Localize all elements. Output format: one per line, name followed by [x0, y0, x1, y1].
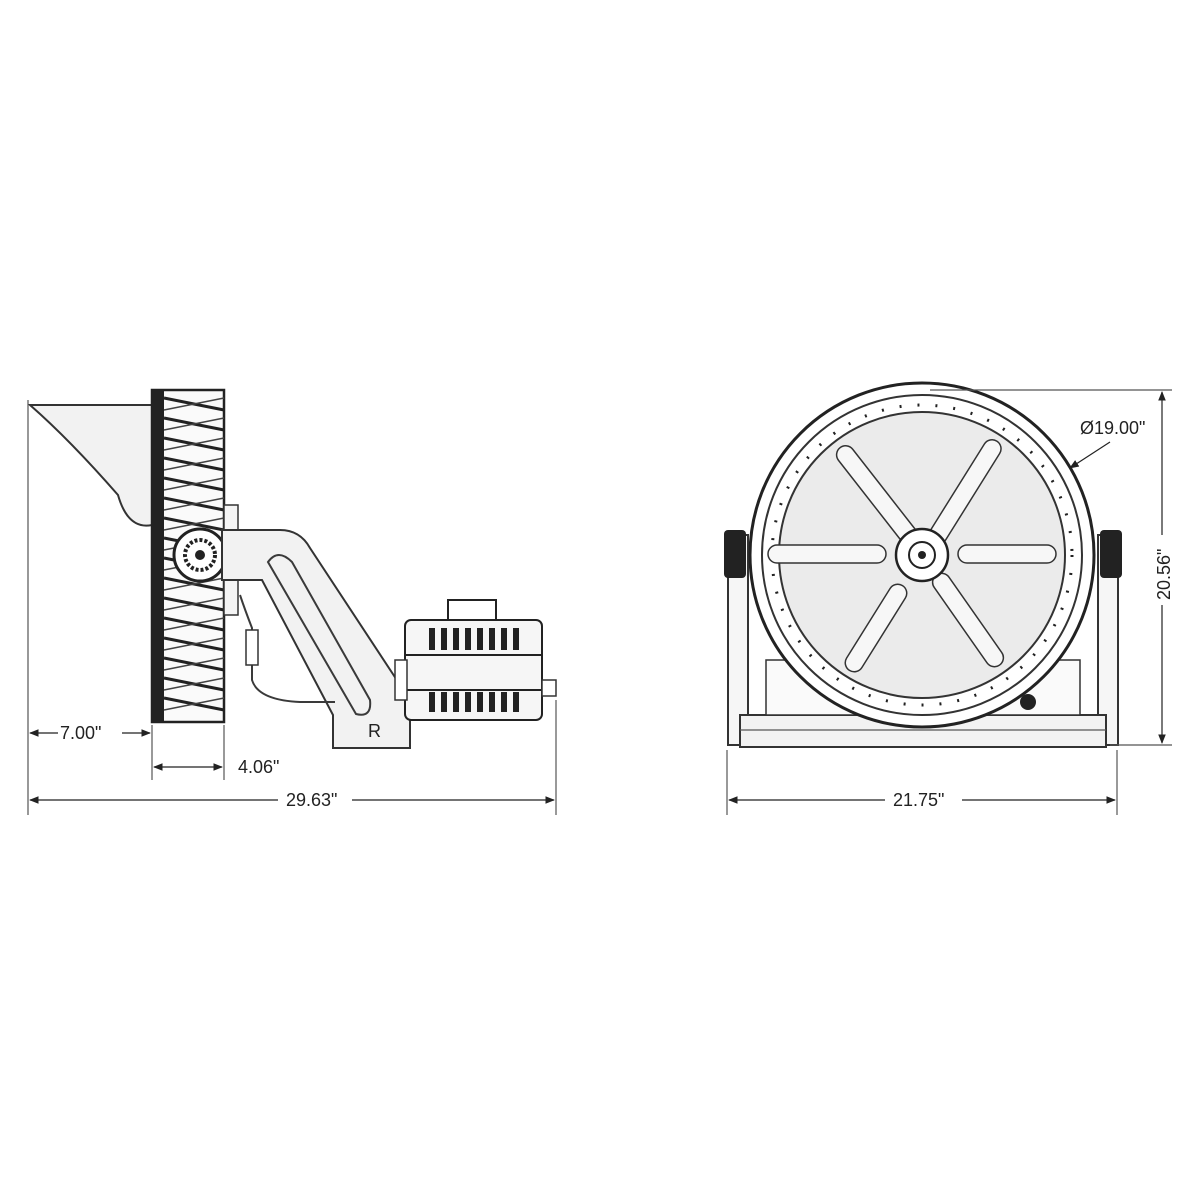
driver-box — [394, 599, 557, 721]
side-view: R 7.00" 4.06" 29.63 — [27, 388, 557, 815]
side-dimensions: 7.00" 4.06" 29.63" — [29, 700, 557, 815]
arm-marking: R — [368, 721, 381, 741]
diameter-label: Ø19.00" — [1080, 418, 1145, 438]
power-cable — [239, 594, 335, 703]
front-dimensions: Ø19.00" 20.56" 21.75" — [726, 389, 1174, 815]
depth-dimension-label: 4.06" — [238, 757, 279, 777]
lamp-face — [748, 381, 1096, 729]
diameter-leader — [1069, 441, 1111, 469]
mounting-arm: R — [221, 529, 411, 749]
pivot-knuckle — [172, 527, 228, 583]
overall-length-label: 29.63" — [286, 790, 337, 810]
visor-dimension-label: 7.00" — [60, 723, 101, 743]
visor — [27, 404, 153, 527]
width-dimension-label: 21.75" — [893, 790, 944, 810]
height-dimension-label: 20.56" — [1154, 549, 1174, 600]
front-view: Ø19.00" 20.56" 21.75" — [724, 381, 1174, 815]
